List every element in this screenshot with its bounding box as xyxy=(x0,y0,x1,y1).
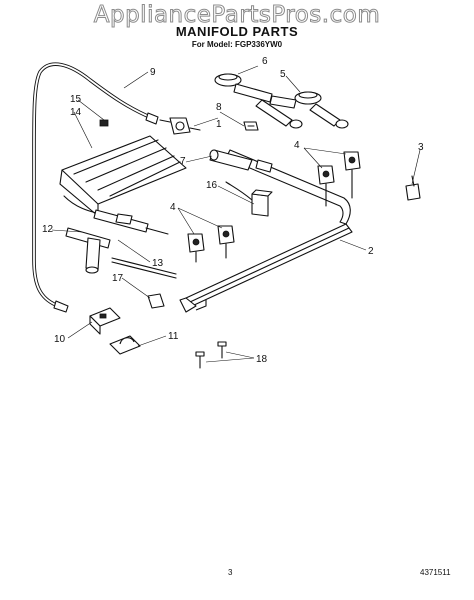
valve-4-right-a xyxy=(317,165,335,207)
callout-10: 10 xyxy=(54,334,66,345)
clamp-11 xyxy=(109,335,141,355)
callout-13: 13 xyxy=(152,258,164,269)
model-line: For Model: FGP336YW0 xyxy=(191,40,283,49)
gas-supply-tube xyxy=(32,62,159,313)
callout-15: 15 xyxy=(70,94,82,105)
burner-tube-12 xyxy=(65,227,111,274)
clip-15 xyxy=(99,119,109,127)
bracket-10 xyxy=(89,307,121,335)
callout-17: 17 xyxy=(112,273,124,284)
callout-14: 14 xyxy=(70,107,82,118)
igniter-16 xyxy=(225,181,273,217)
callout-3: 3 xyxy=(418,142,424,153)
callout-8: 8 xyxy=(216,102,222,113)
heat-shield-14 xyxy=(59,135,187,218)
burner-assembly-front xyxy=(269,91,349,129)
electrode-13 xyxy=(63,195,169,235)
callout-6: 6 xyxy=(262,56,268,67)
burner-assembly-rear xyxy=(214,73,303,129)
callout-4-left: 4 xyxy=(170,202,176,213)
screws-18 xyxy=(195,341,227,369)
valve-4-left-b xyxy=(217,225,235,259)
callout-2: 2 xyxy=(368,246,374,257)
callout-5: 5 xyxy=(280,69,286,80)
regulator-7 xyxy=(209,149,273,173)
leader-lines xyxy=(51,65,421,363)
callout-16: 16 xyxy=(206,180,218,191)
valve-1 xyxy=(159,117,201,135)
callout-11: 11 xyxy=(168,331,179,342)
doc-number: 4371511 xyxy=(420,568,451,577)
callout-7: 7 xyxy=(180,156,186,167)
callout-1: 1 xyxy=(216,119,222,130)
strap-17 xyxy=(111,257,177,309)
bracket-8 xyxy=(243,121,259,131)
watermark: AppliancePartsPros.com xyxy=(93,2,381,29)
callout-4-right: 4 xyxy=(294,140,300,151)
page-number: 3 xyxy=(228,568,233,577)
callout-9: 9 xyxy=(150,67,156,78)
valve-4-left-a xyxy=(187,233,205,263)
diagram-title: MANIFOLD PARTS xyxy=(175,24,299,39)
valve-4-right-b xyxy=(343,151,361,199)
callout-18: 18 xyxy=(256,354,268,365)
callout-12: 12 xyxy=(42,224,54,235)
